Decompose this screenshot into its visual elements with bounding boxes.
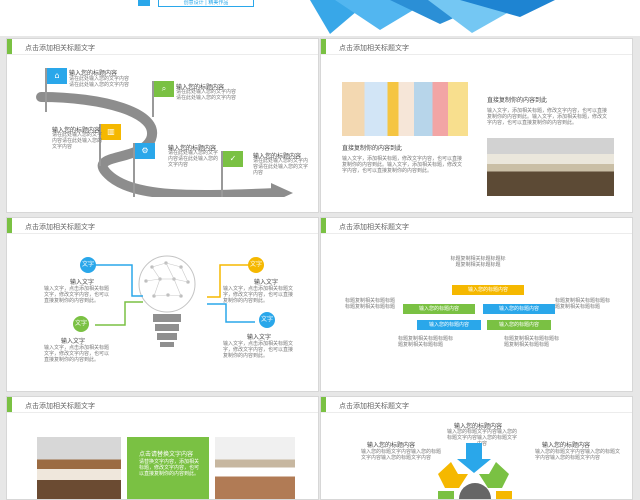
gear-icon: ⚙ — [135, 143, 155, 159]
bulb-item-text-1: 输入文字，点击添加相关标题文字，修改文字内容，也可以直接复制你的内容到此。 — [44, 286, 110, 304]
right-heading: 直接复制你的内容到此 — [487, 97, 548, 104]
roadmap-text-5: 请在此处输入您的文字内容请在此处输入您的文字内容 — [253, 158, 309, 176]
top-strip: 创意设计 | 精美作品 — [0, 0, 640, 36]
roadmap-title-3: 输入您的标题内容 — [52, 127, 101, 134]
top-note: 标题复制相关标题标题标题复制相关标题标题 — [450, 256, 506, 268]
slide-title: 点击添加相关标题文字 — [321, 39, 632, 57]
cycle-left-text: 输入您的标题文字内容输入您的标题文字内容输入您的标题文字内容 — [361, 449, 442, 461]
top-blue-geometric-shapes — [310, 0, 555, 34]
classroom-photo — [342, 82, 468, 136]
bulb-item-text-3: 输入文字，点击添加相关标题文字，修改文字内容，也可以直接复制你的内容到此。 — [223, 286, 294, 304]
hierarchy-top-arrow: 输入您的标题内容 — [452, 285, 524, 295]
slide-photo-text[interactable]: 点击添加相关标题文字 直接复制你的内容到此 输入文字，添加相关标题，修改文字内容… — [320, 38, 633, 213]
slide-roadmap[interactable]: 点击添加相关标题文字 ⌂ 输入您的标题内容 请在此处输入您的文字内容请在此处输入… — [6, 38, 319, 213]
green-card-title: 点击请替换文字内容 — [139, 451, 194, 458]
office-photo-left — [37, 437, 121, 499]
slide-bulb[interactable]: 点击添加相关标题文字 文字 文字 文字 文字 — [6, 217, 319, 392]
slide-title-text: 点击添加相关标题文字 — [25, 223, 95, 231]
top-square-icon — [138, 0, 150, 6]
slide-title: 点击添加相关标题文字 — [321, 218, 632, 236]
title-accent — [7, 397, 12, 412]
top-label-text: 创意设计 | 精美作品 — [183, 0, 229, 6]
flag-icon: ▥ — [101, 124, 121, 140]
text-badge-bottom-left: 文字 — [73, 316, 89, 332]
slide-title-text: 点击添加相关标题文字 — [25, 402, 95, 410]
roadmap-title-2: 输入您的标题内容 — [176, 84, 225, 91]
bulb-item-text-4: 输入文字，点击添加相关标题文字，修改文字内容，也可以直接复制你的内容到此。 — [223, 341, 294, 359]
roadmap-title-5: 输入您的标题内容 — [253, 153, 302, 160]
hierarchy-bottom-left-arrow: 输入您的标题内容 — [417, 320, 481, 330]
divider — [321, 233, 632, 234]
cycle-left-title: 输入您的标题内容 — [367, 442, 416, 449]
slide-title-text: 点击添加相关标题文字 — [339, 402, 409, 410]
roadmap-title-4: 输入您的标题内容 — [168, 145, 217, 152]
flag-icon: ⌕ — [154, 81, 174, 97]
slide-title: 点击添加相关标题文字 — [321, 397, 632, 415]
flag-icon: ⌂ — [47, 68, 67, 84]
bulb-item-title-4: 输入文字 — [247, 334, 272, 341]
flag-pole — [133, 143, 135, 197]
bulb-item-title-2: 输入文字 — [61, 338, 86, 345]
lightbulb-network-icon — [138, 255, 196, 347]
slide-title: 点击添加相关标题文字 — [7, 39, 318, 57]
bottom-left-note: 标题复制相关标题标题标题复制相关标题标题 — [398, 336, 454, 348]
flag-pole — [45, 68, 47, 112]
top-label-box: 创意设计 | 精美作品 — [158, 0, 254, 7]
text-badge-top-right: 文字 — [248, 257, 264, 273]
text-badge-bottom-right: 文字 — [259, 312, 275, 328]
roadmap-title-1: 输入您的标题内容 — [69, 70, 118, 77]
road-path — [36, 92, 293, 197]
bulb-item-text-2: 输入文字，点击添加相关标题文字，修改文字内容，也可以直接复制你的内容到此。 — [44, 345, 110, 363]
roadmap-text-3: 请在此处输入您的文字内容请在此处输入您的文字内容 — [52, 132, 103, 150]
slide-title-text: 点击添加相关标题文字 — [339, 223, 409, 231]
cycle-right-title: 输入您的标题内容 — [542, 442, 591, 449]
divider — [321, 412, 632, 413]
title-accent — [321, 397, 326, 412]
book-photo — [487, 138, 614, 196]
cycle-right-text: 输入您的标题文字内容输入您的标题文字内容输入您的标题文字内容 — [535, 449, 621, 461]
green-text-card — [127, 437, 209, 499]
flag-pole — [99, 124, 101, 166]
slide-title-text: 点击添加相关标题文字 — [25, 44, 95, 52]
bottom-right-note: 标题复制相关标题标题标题复制相关标题标题 — [504, 336, 560, 348]
right-body: 输入文字，添加相关标题，修改文字内容，也可以直接复制你的内容到此。输入文字，添加… — [487, 108, 608, 126]
text-badge-top-left: 文字 — [80, 257, 96, 273]
left-heading: 直接复制你的内容到此 — [342, 145, 403, 152]
slide-title-text: 点击添加相关标题文字 — [339, 44, 409, 52]
title-accent — [321, 218, 326, 233]
cycle-arrow-diagram — [438, 443, 512, 499]
roadmap-text-2: 请在此处输入您的文字内容请在此处输入您的文字内容 — [176, 89, 237, 101]
slide-office-photos[interactable]: 点击添加相关标题文字 点击请替换文字内容 请替换文字内容，添加相关标题，修改文字… — [6, 396, 319, 500]
hierarchy-right-arrow: 输入您的标题内容 — [483, 304, 555, 314]
check-icon: ✓ — [223, 151, 243, 167]
roadmap-text-4: 请在此处输入您的文字内容请在此处输入您的文字内容 — [168, 150, 219, 168]
left-body: 输入文字，添加相关标题，修改文字内容，也可以直接复制你的内容到此。输入文字，添加… — [342, 156, 463, 174]
flag-pole — [152, 81, 154, 117]
slide-title: 点击添加相关标题文字 — [7, 397, 318, 415]
divider — [7, 412, 318, 413]
green-card-text: 请替换文字内容，添加相关标题，修改文字内容，也可以直接复制你的内容到此。 — [139, 459, 200, 477]
hierarchy-left-arrow: 输入您的标题内容 — [403, 304, 475, 314]
title-accent — [321, 39, 326, 54]
slide-arrow-hierarchy[interactable]: 点击添加相关标题文字 标题复制相关标题标题标题复制相关标题标题 标题复制相关标题… — [320, 217, 633, 392]
divider — [321, 54, 632, 55]
right-note: 标题复制相关标题标题标题复制相关标题标题 — [555, 298, 611, 310]
title-accent — [7, 218, 12, 233]
connector-lines — [95, 264, 255, 326]
slide-title: 点击添加相关标题文字 — [7, 218, 318, 236]
cycle-top-title: 输入您的标题内容 — [454, 423, 503, 430]
divider — [7, 233, 318, 234]
flag-pole — [221, 151, 223, 197]
top-slide-preview[interactable]: 创意设计 | 精美作品 — [0, 0, 640, 36]
bulb-item-title-3: 输入文字 — [254, 279, 279, 286]
slide-cycle-arrows[interactable]: 点击添加相关标题文字 输入您的标题内容 输入您的标题文字内容输入您的标题文字内容… — [320, 396, 633, 500]
divider — [7, 54, 318, 55]
hierarchy-bottom-right-arrow: 输入您的标题内容 — [487, 320, 551, 330]
title-accent — [7, 39, 12, 54]
bulb-item-title-1: 输入文字 — [70, 279, 95, 286]
left-note: 标题复制相关标题标题标题复制相关标题标题 — [345, 298, 396, 310]
roadmap-text-1: 请在此处输入您的文字内容请在此处输入您的文字内容 — [69, 76, 130, 88]
office-photo-right — [215, 437, 295, 499]
